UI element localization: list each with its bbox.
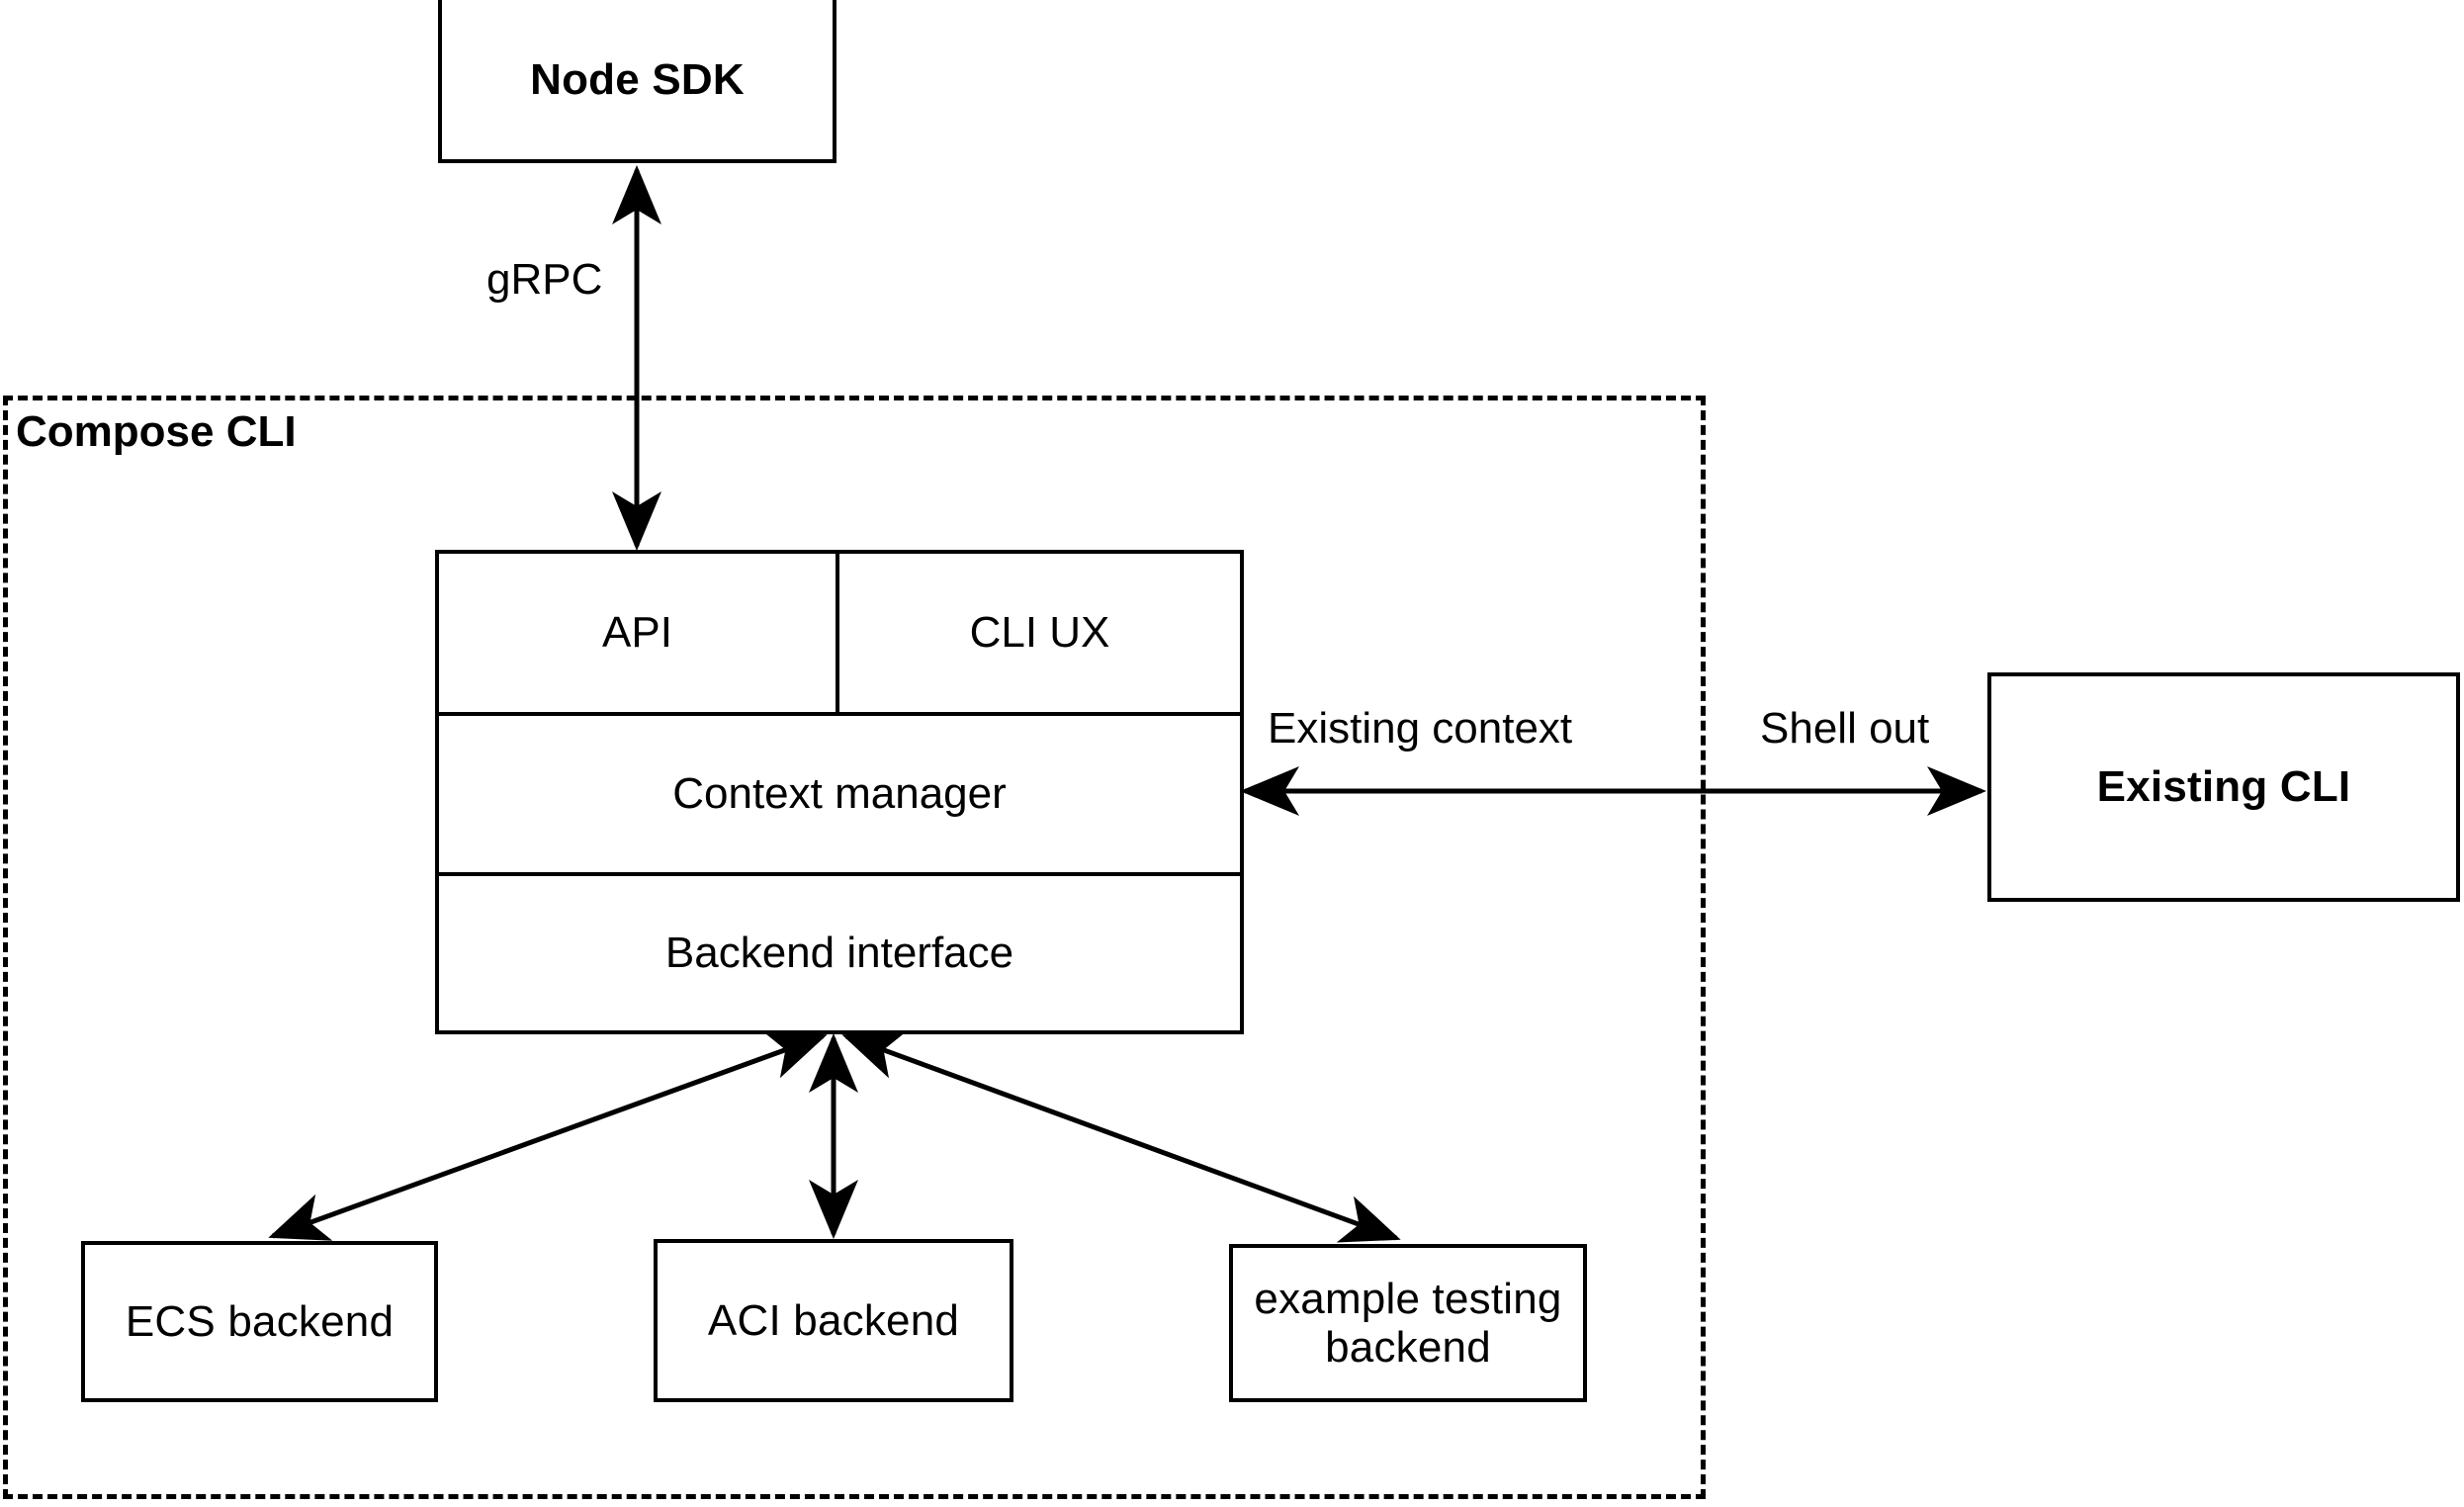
node-aci-backend[interactable]: ACI backend [654,1239,1013,1402]
node-example-testing-backend-label: example testing backend [1254,1274,1562,1372]
node-api-label: API [602,608,672,657]
stack-row-context-manager: Context manager [439,716,1240,876]
node-api[interactable]: API [439,554,839,712]
node-example-testing-backend[interactable]: example testing backend [1229,1244,1587,1402]
stack-row-api-cliux: API CLI UX [439,554,1240,716]
stack-row-backend-interface: Backend interface [439,876,1240,1030]
node-backend-interface-label: Backend interface [664,929,1014,977]
node-cli-ux-label: CLI UX [969,608,1110,657]
node-ecs-backend[interactable]: ECS backend [81,1241,438,1402]
node-existing-cli[interactable]: Existing CLI [1987,672,2460,902]
edge-label-existing-context: Existing context [1268,704,1573,753]
group-compose-cli [3,396,1706,1499]
group-compose-cli-title: Compose CLI [16,407,297,456]
node-ecs-backend-label: ECS backend [125,1296,395,1346]
edge-label-grpc: gRPC [486,255,603,304]
node-node-sdk-label: Node SDK [530,54,745,104]
node-context-manager[interactable]: Context manager [439,716,1240,872]
node-aci-backend-label: ACI backend [707,1295,960,1345]
node-existing-cli-label: Existing CLI [2096,762,2351,812]
node-cli-ux[interactable]: CLI UX [839,554,1240,712]
node-backend-interface[interactable]: Backend interface [439,876,1240,1030]
node-context-manager-label: Context manager [672,769,1007,818]
node-node-sdk[interactable]: Node SDK [438,0,836,163]
compose-cli-stack: API CLI UX Context manager Backend inter… [435,550,1244,1034]
edge-label-shell-out: Shell out [1760,704,1930,753]
